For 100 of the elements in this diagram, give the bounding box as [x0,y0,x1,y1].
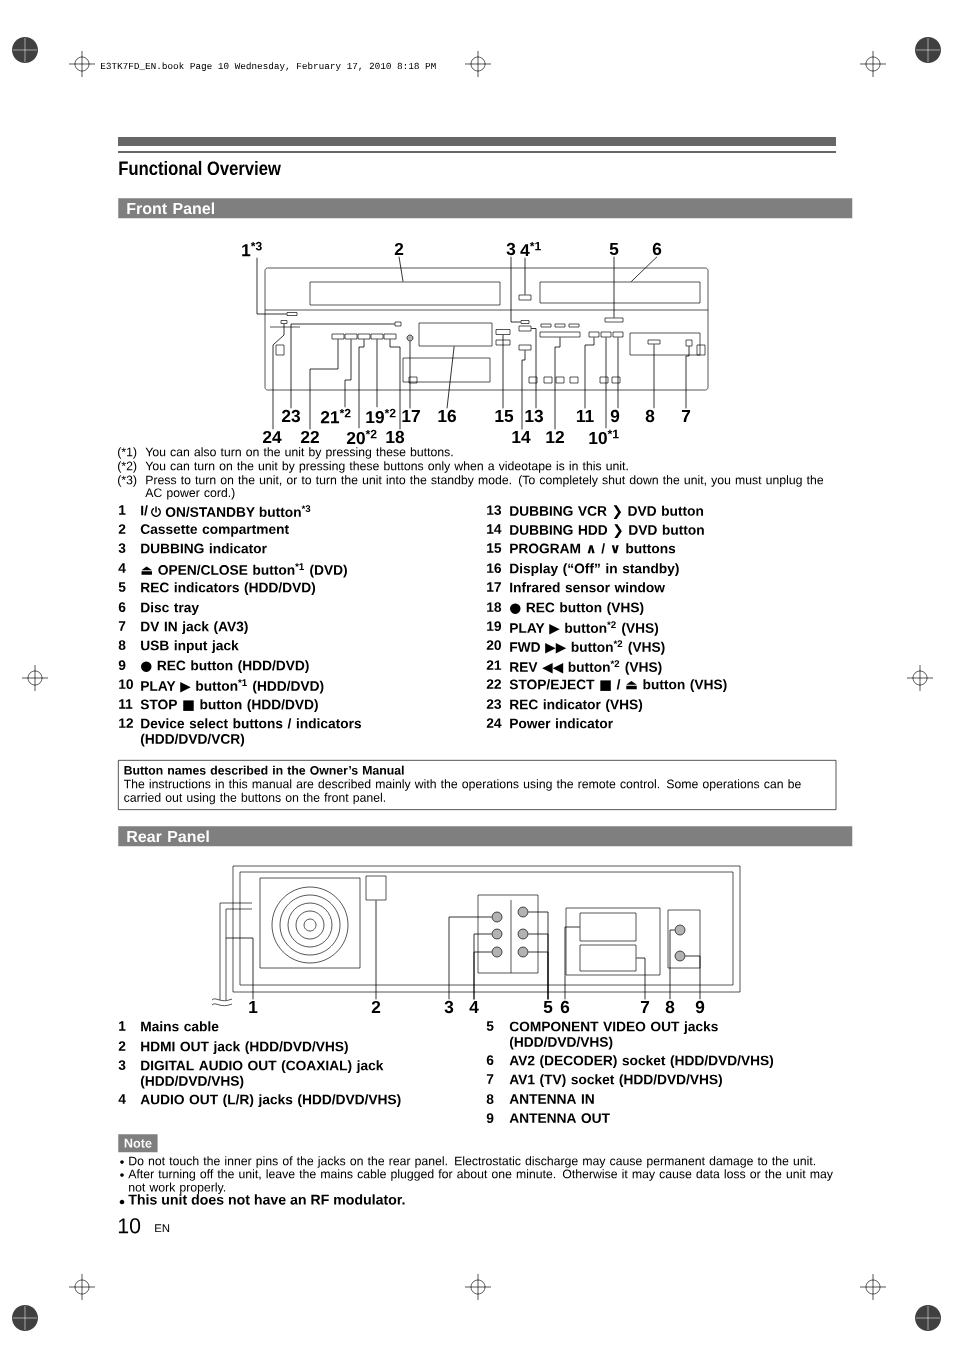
callout-number: 9 [610,409,620,423]
push-button [370,333,384,340]
item-description: Power indicator [510,718,613,729]
callout-number: 5 [609,242,619,256]
push-button [518,344,532,351]
item-description: ANTENNA OUT [509,1113,610,1123]
section-band: Front Panel [118,198,853,219]
scart-socket [579,912,637,942]
leader-line [290,323,396,409]
callout-number: 4$^{*1}$ [520,241,541,257]
callout-number: 2 [394,242,404,256]
callout-number: 1$^{*3}$ [242,241,262,257]
item-number: 21 [486,660,502,670]
callout-number: 3 [444,1000,454,1014]
item-number: 1 [119,1021,126,1031]
item-number: 14 [487,524,502,534]
hdmi-jack [365,875,387,901]
item-description: Infrared sensor window [510,582,665,593]
callout-number: 19$^{*2}$ [366,408,396,424]
indicator-lamp [280,320,288,324]
leader-line [309,338,339,430]
item-description: DV IN jack (AV3) [141,621,248,635]
item-number: 8 [118,640,126,650]
item-description: FWD ▶▶ button$^{*2}$ (VHS) [510,640,665,655]
item-description: ANTENNA IN [509,1094,594,1104]
leader-line [530,328,537,409]
item-number: 19 [487,621,502,631]
indicator-lamp [520,320,530,324]
item-description: Display (“Off” in standby) [510,563,679,577]
indicator-lamp [604,317,624,323]
item-description: ON/STANDBY button$^{*3}$ [165,505,311,518]
leader-line [684,955,701,1000]
leader-line [630,256,658,283]
leader-line [398,256,404,283]
leader-line [564,926,581,1000]
callout-number: 8 [665,1000,675,1014]
item-description: HDMI OUT jack (HDD/DVD/VHS) [141,1041,348,1055]
leader-line [409,340,411,409]
footnote-mark: (*2) [118,461,137,473]
note-text: After turning off the unit, leave the mains cable plugged for about one minute. Otherwise it may cause data loss or the unit may not work properly. [128,1169,833,1195]
item-number: 10 [119,679,133,689]
callout-number: 9 [695,1000,705,1014]
item-description: DIGITAL AUDIO OUT (COAXIAL) jack (HDD/DVD/VHS) [140,1060,384,1089]
callout-number: 18 [386,430,405,444]
item-number: 1 [119,505,126,515]
note-text: This unit does not have an RF modulator. [128,1194,405,1205]
callout-number: 14 [512,431,531,443]
item-description: REC indicators (HDD/DVD) [141,582,316,596]
item-number: 3 [118,543,126,553]
item-number: 13 [487,505,502,515]
footnote-mark: (*3) [118,475,137,487]
callout-number: 22 [300,430,319,444]
scart-socket [579,944,637,972]
push-button [495,329,511,335]
item-description: STOP ■ button (HDD/DVD) [140,699,318,713]
rca-jack [491,911,503,923]
eject-button [518,294,532,301]
leader-line [524,257,526,296]
footnote: Press to turn on the unit, or to turn the unit into the standby mode. (To completely shut down the unit, you must unplug the AC power cord.) [145,475,824,500]
item-description: ● REC button (VHS) [510,602,644,616]
leader-line [344,338,352,408]
callout-number: 7 [681,410,691,422]
item-description: PLAY ▶ button$^{*1}$ (HDD/DVD) [141,679,324,694]
leader-line [375,899,377,1000]
leader-line [669,929,676,1000]
item-number: 16 [487,563,502,573]
push-button [539,331,581,338]
item-number: 6 [486,1055,494,1065]
item-description: USB input jack [141,640,239,654]
item-number: 22 [486,679,501,689]
callout-number: 8 [645,409,655,423]
callout-number: 23 [281,409,300,423]
callout-number: 11 [576,410,594,422]
callout-number: 24 [262,430,282,444]
callout-number: 12 [546,430,564,444]
section-band: Note [118,1134,158,1153]
page-title: Functional Overview [119,160,281,176]
item-number: 8 [486,1094,494,1104]
callout-number: 3 [506,242,516,256]
item-number: 9 [118,660,126,670]
leader-line [554,336,561,430]
sensor-window [406,334,414,342]
push-button [600,331,612,338]
item-number: 23 [486,699,502,709]
item-description: Disc tray [141,602,199,616]
callout-number: 17 [402,410,420,422]
footnote-mark: (*1) [118,447,137,459]
leader-line [446,345,455,409]
item-description: Device select buttons / indicators (HDD/DVD/VCR) [140,718,361,747]
leader-line [448,916,493,1000]
item-description: ● REC button (HDD/DVD) [141,660,309,674]
item-number: 24 [486,718,502,728]
item-description: DUBBING indicator [141,543,267,554]
callout-number: 4 [469,1001,479,1013]
callout-number: 5 [543,1000,553,1014]
item-number: 11 [119,699,133,709]
item-description: I/ [141,505,148,516]
item-number: 5 [486,1021,494,1031]
item-number: 4 [118,563,126,573]
item-number: 2 [118,1041,126,1051]
